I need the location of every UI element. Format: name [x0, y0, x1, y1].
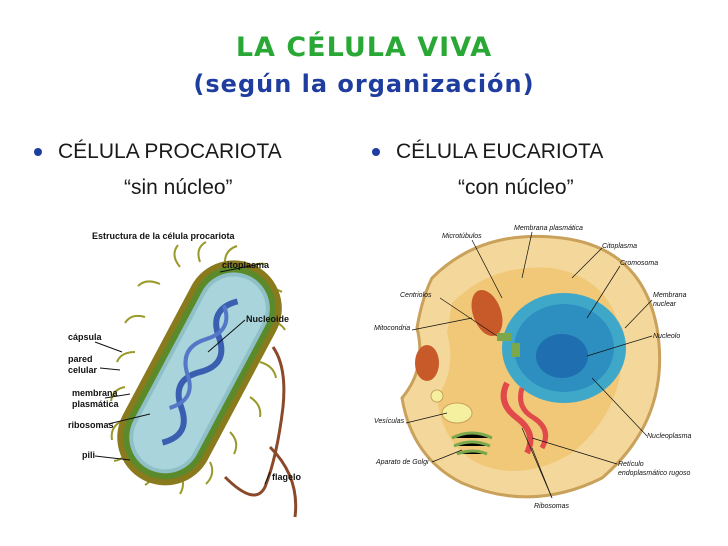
bullet-icon — [372, 148, 380, 157]
eukaryote-heading: CÉLULA EUCARIOTA — [396, 140, 604, 163]
label-nucleoide: Nucleoide — [246, 314, 289, 324]
nucleolus — [536, 334, 588, 378]
bullet-eukaryote: CÉLULA EUCARIOTA — [372, 140, 603, 164]
label-pili: pili — [82, 450, 95, 460]
prokaryote-diagram-title: Estructura de la célula procariota — [92, 231, 236, 241]
prokaryote-cell — [117, 260, 282, 486]
centrioles — [497, 333, 511, 341]
label-reticulo-1: Retículo — [618, 461, 644, 468]
eukaryote-diagram: Microtúbulos Membrana plasmática Citopla… — [374, 225, 691, 510]
label-centriolos: Centriolos — [400, 292, 432, 299]
label-citoplasma: Citoplasma — [602, 243, 637, 250]
label-pared-2: celular — [68, 365, 98, 375]
prokaryote-heading: CÉLULA PROCARIOTA — [58, 140, 282, 163]
eukaryote-sub: “con núcleo” — [458, 176, 574, 199]
golgi — [451, 431, 493, 456]
bullet-prokaryote: CÉLULA PROCARIOTA — [34, 140, 282, 164]
label-reticulo-2: endoplasmático rugoso — [618, 470, 690, 477]
label-golgi: Aparato de Golgi — [375, 459, 429, 466]
label-microtubulos: Microtúbulos — [442, 233, 482, 240]
label-capsula: cápsula — [68, 332, 103, 342]
prokaryote-diagram: Estructura de la célula procariota citop… — [68, 231, 302, 518]
page-title: LA CÉLULA VIVA — [235, 32, 493, 63]
label-nucleoplasma: Nucleoplasma — [647, 433, 691, 440]
label-cromosoma: Cromosoma — [620, 260, 658, 267]
label-flagelo: flagelo — [272, 472, 302, 482]
leader-lines — [94, 263, 271, 485]
label-membrana-nuclear-2: nuclear — [653, 301, 677, 308]
page-subtitle: (según la organización) — [193, 70, 535, 98]
prokaryote-sub: “sin núcleo” — [124, 176, 233, 199]
label-mitocondria: Mitocondria — [374, 325, 410, 332]
leader-lines — [405, 231, 653, 499]
label-ribosomas-euk: Ribosomas — [534, 503, 570, 510]
label-membrana-nuclear-1: Membrana — [653, 292, 687, 299]
label-pared-1: pared — [68, 354, 93, 364]
label-membrana-plasmatica: Membrana plasmática — [514, 225, 583, 232]
label-citoplasma: citoplasma — [222, 260, 270, 270]
label-nucleolo: Nucleolo — [653, 333, 680, 340]
label-membrana-1: membrana — [72, 388, 119, 398]
label-membrana-2: plasmática — [72, 399, 120, 409]
label-vesiculas: Vesículas — [374, 418, 405, 425]
rough-er — [500, 381, 534, 455]
label-ribosomas: ribosomas — [68, 420, 114, 430]
bullet-icon — [34, 148, 42, 157]
